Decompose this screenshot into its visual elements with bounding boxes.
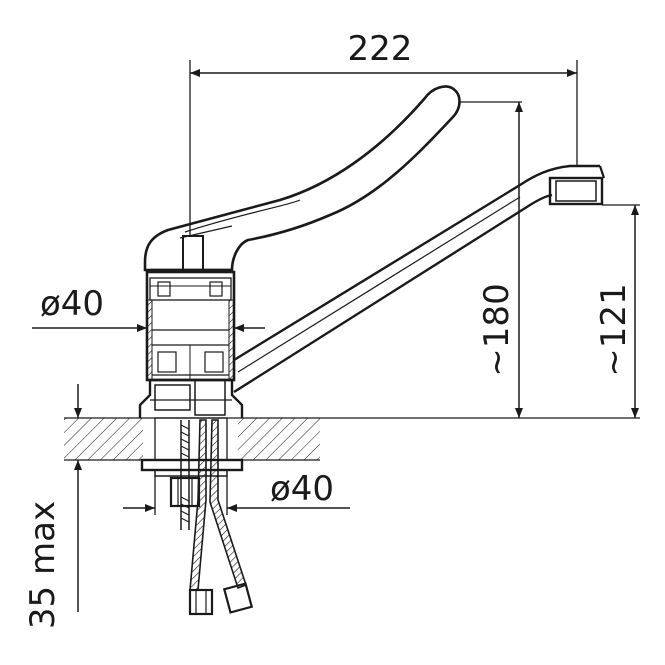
dimension-max-thickness: 35 max (23, 384, 82, 629)
countertop (64, 417, 640, 461)
spout-height-label: ~121 (594, 283, 634, 376)
dimension-body-diameter: ø40 (32, 284, 265, 332)
total-height-label: ~180 (477, 283, 517, 376)
body-diameter-label: ø40 (40, 284, 104, 324)
valve-body (145, 270, 236, 382)
dimension-base-diameter: ø40 (123, 469, 350, 515)
lever-handle (143, 85, 461, 272)
width-label: 222 (348, 29, 413, 69)
dimension-total-height: ~180 (460, 101, 523, 418)
dimension-spout-height: ~121 (594, 204, 640, 418)
spout (233, 164, 606, 394)
max-thickness-label: 35 max (23, 501, 63, 629)
under-counter-assembly (140, 417, 254, 616)
base-diameter-label: ø40 (270, 469, 334, 509)
base-flange (138, 378, 244, 418)
dimension-width: 222 (189, 29, 578, 236)
